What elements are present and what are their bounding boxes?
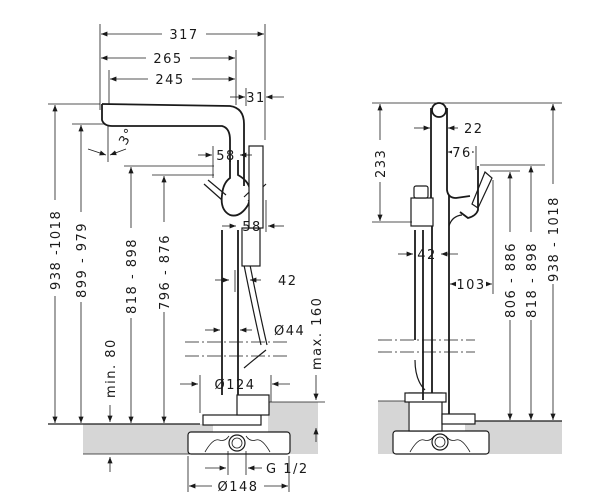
dim-22: 22 [414,122,484,137]
dim-label-103: 103 [456,278,485,293]
dim-diameter-124: Ø124 [180,375,290,413]
mounting-plate [187,394,291,455]
dim-label-height-total-front: 938 -1018 [49,210,64,290]
dim-label-height-handle-side: 818 - 898 [525,242,540,318]
dim-58-lower: 58 [222,200,284,235]
dim-height-handle-side: 818 - 898 [480,164,545,420]
dim-label-58-upper: 58 [216,149,236,164]
faucet-spout [101,103,267,229]
dim-label-diameter-124: Ø124 [214,378,255,393]
dim-label-height-outlet: 899 - 979 [75,222,90,298]
faucet-column [221,227,268,395]
dim-label-317: 317 [169,28,198,43]
dim-label-height-total-side: 938 - 1018 [547,196,562,282]
dim-42-side: 42 [398,248,458,263]
dim-245: 245 [108,70,235,104]
dim-label-233: 233 [374,149,389,178]
dim-height-handle-lower: 796 - 876 [152,174,214,423]
dim-height-total-side: 938 - 1018 [440,102,562,420]
dim-label-58-lower: 58 [242,220,262,235]
dim-103: 103 [450,180,494,294]
dim-label-31: 31 [246,91,266,106]
dim-label-76: 76 [452,146,472,161]
dim-58-upper: 58 [198,146,252,178]
faucet-column-side [414,195,450,414]
dim-label-height-handle-front: 818 - 898 [125,238,140,314]
dim-diameter-148: Ø148 [187,456,290,495]
dim-height-outlet: 899 - 979 [72,123,106,423]
dim-label-max-160: max. 160 [310,297,325,370]
dim-233: 233 [372,102,440,223]
dim-label-spout-angle: 3° [116,125,138,148]
dim-42-front: 42 [215,270,298,292]
dim-label-min-80: min. 80 [104,338,119,398]
dim-label-height-handle-lower: 796 - 876 [158,234,173,310]
dim-max-160: max. 160 [310,297,325,442]
dim-label-connection-thread: G 1/2 [266,462,309,477]
dim-height-shower: 806 - 886 [490,170,520,420]
dim-label-245: 245 [155,73,184,88]
dim-265: 265 [101,49,237,105]
mounting-plate-side [392,392,490,455]
dim-diameter-44: Ø44 [205,324,305,339]
dim-label-diameter-148: Ø148 [217,480,258,495]
dim-label-height-shower: 806 - 886 [504,242,519,318]
dim-31: 31 [230,88,284,106]
dim-spout-angle: 3° [87,125,138,162]
dim-label-diameter-44: Ø44 [274,324,305,339]
dim-height-handle-front: 818 - 898 [123,165,214,423]
dim-min-80: min. 80 [104,338,119,472]
dim-317: 317 [99,24,266,140]
dim-label-42-side: 42 [417,248,437,263]
dim-connection-thread: G 1/2 [205,451,309,477]
dim-height-total-front: 938 -1018 [47,103,100,423]
dim-label-42-front: 42 [278,274,298,289]
dim-76: 76 [448,145,477,170]
dim-label-22: 22 [464,122,484,137]
side-view: 233 22 76 42 103 [372,102,562,455]
dim-label-265: 265 [153,52,182,67]
front-view: 317 265 245 31 3° [47,24,325,495]
